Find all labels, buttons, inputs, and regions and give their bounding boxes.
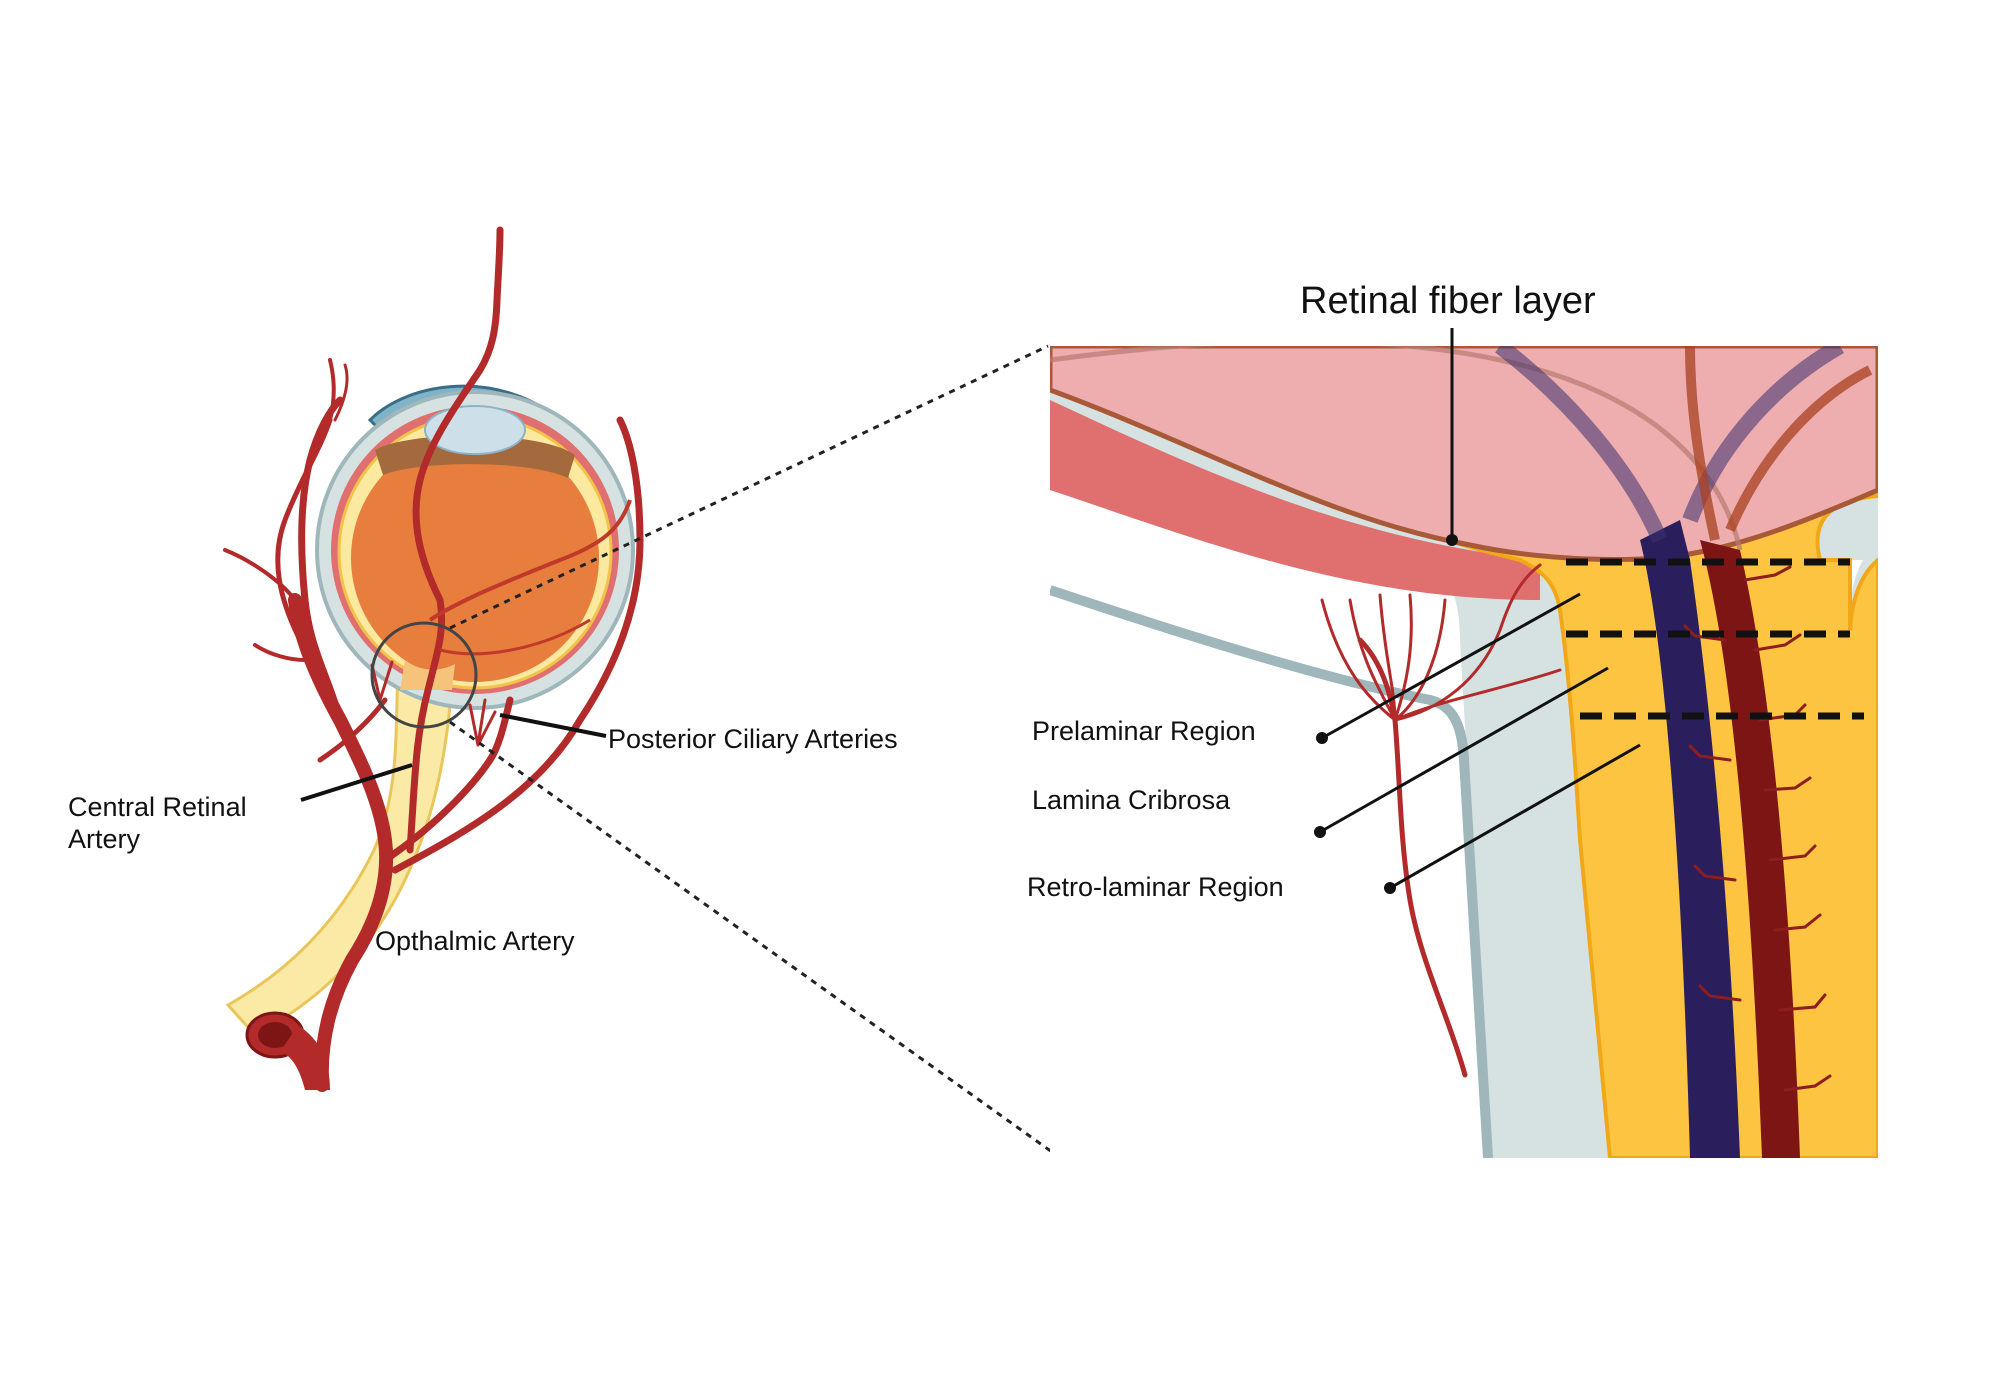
optic-disc — [400, 660, 455, 690]
closeup-sclera-edge — [1050, 585, 1493, 1158]
closeup-artery-branch — [1685, 346, 1720, 542]
aortic-root-lumen — [258, 1022, 292, 1048]
closeup-central-retinal-vein — [1640, 520, 1740, 1158]
opthalmic-artery-vessel — [288, 593, 394, 1092]
ciliary-body — [375, 435, 575, 478]
ciliary-artery-branch — [381, 696, 514, 864]
ciliary-artery-branch — [317, 697, 388, 763]
leader-posterior-ciliary — [499, 713, 607, 738]
ciliary-artery-branch — [328, 358, 336, 422]
zoom-guide-line-top — [449, 344, 1049, 630]
ciliary-artery-branch — [333, 363, 349, 422]
label-lamina-cribrosa: Lamina Cribrosa — [1032, 785, 1231, 815]
closeup-artery-branch — [1725, 365, 1873, 532]
zoom-circle — [370, 621, 478, 729]
ciliary-artery-branch — [298, 396, 344, 724]
leader-dot-prelaminar — [1316, 732, 1328, 744]
ciliary-artery-branch — [391, 416, 644, 874]
leader-dot-lamina-cribrosa — [1314, 826, 1326, 838]
aortic-root-trunk — [280, 1025, 330, 1090]
closeup-ciliary-vessel — [1357, 637, 1468, 1078]
closeup-vein-branch — [1495, 346, 1668, 544]
retinal-branch — [439, 618, 591, 656]
short-ciliary-branches — [370, 660, 497, 747]
retinal-branch — [428, 499, 632, 622]
label-prelaminar-region: Prelaminar Region — [1032, 716, 1256, 746]
leader-retro-laminar — [1389, 743, 1641, 890]
closeup-ciliary-fan — [1320, 563, 1562, 722]
closeup-choroid — [1050, 400, 1540, 600]
label-central-retinal-artery-line2: Artery — [68, 824, 141, 854]
leader-prelaminar — [1321, 592, 1581, 740]
optic-nerve-head-closeup — [1050, 346, 1878, 1158]
label-central-retinal-artery-line1: Central Retinal — [68, 792, 247, 822]
label-opthalmic-artery: Opthalmic Artery — [375, 926, 575, 956]
closeup-retina — [1050, 346, 1878, 562]
leader-central-retinal — [300, 763, 413, 802]
leader-lamina-cribrosa — [1319, 666, 1609, 834]
eye-illustration — [223, 226, 644, 1092]
ciliary-artery-branch — [275, 417, 333, 643]
leader-dot-retro-laminar — [1384, 882, 1396, 894]
closeup-central-retinal-artery — [1700, 540, 1800, 1158]
central-retinal-artery-vessel — [406, 226, 504, 854]
label-retinal-fiber-layer: Retinal fiber layer — [1300, 280, 1596, 322]
zoom-guide-line-bottom — [449, 720, 1053, 1154]
vitreous-body — [351, 434, 599, 682]
ciliary-artery-branch — [223, 548, 297, 602]
leader-dot-retinal-fiber-layer — [1446, 534, 1458, 546]
label-posterior-ciliary-arteries: Posterior Ciliary Arteries — [608, 724, 898, 754]
label-retro-laminar-region: Retro-laminar Region — [1027, 872, 1284, 902]
ciliary-artery-branch — [253, 643, 307, 662]
